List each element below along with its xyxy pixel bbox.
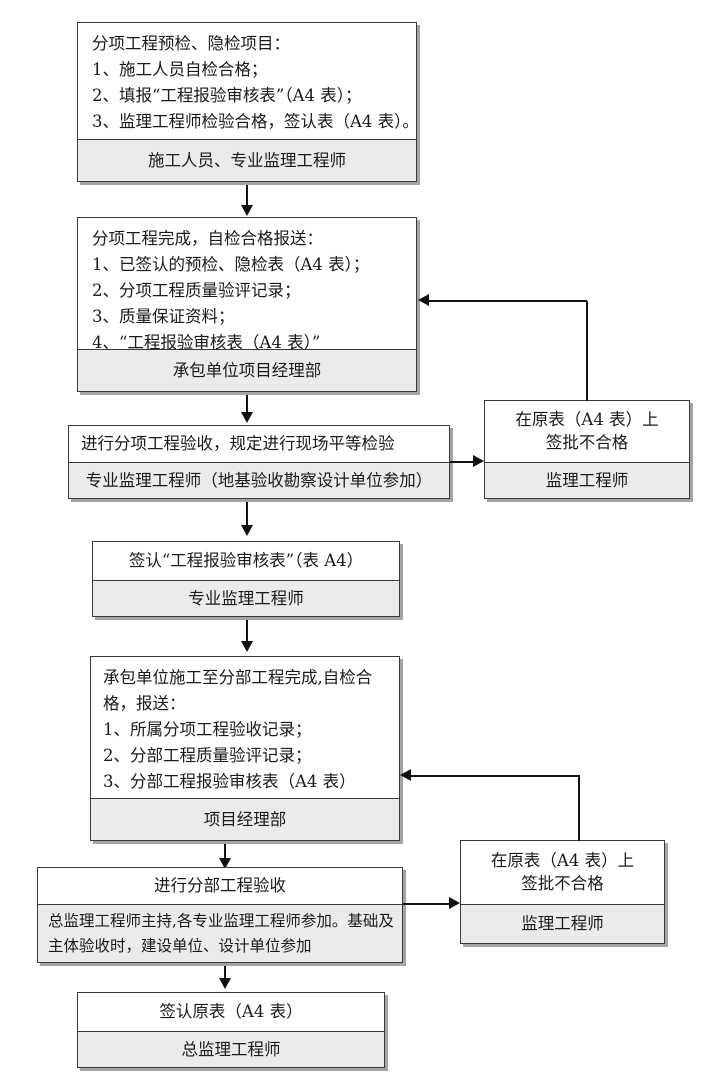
node4-body: 在原表（A4 表）上 签批不合格	[485, 401, 689, 462]
connector-node3-to-node5	[246, 502, 248, 527]
node3-footer: 专业监理工程师（地基验收勘察设计单位参加）	[69, 462, 449, 498]
node2-line-2: 2、分项工程质量验评记录；	[92, 281, 301, 300]
node-sign-original-form[interactable]: 签认原表（A4 表） 总监理工程师	[77, 992, 385, 1068]
arrow-node3-to-node4	[473, 455, 484, 467]
node3-line-0: 进行分项工程验收，规定进行现场平等检验	[81, 433, 395, 453]
node7-line-0: 进行分部工程验收	[154, 875, 286, 895]
connector-node3-to-node4	[450, 461, 476, 463]
connector-node1-to-node2	[246, 185, 248, 209]
node-reject-stamp-upper[interactable]: 在原表（A4 表）上 签批不合格 监理工程师	[484, 400, 690, 499]
node8-line-0: 在原表（A4 表）上	[490, 850, 635, 870]
arrow-feedback-lower-to-node6	[400, 769, 411, 781]
feedback-upper-horizontal	[429, 300, 587, 302]
node1-line-0: 分项工程预检、隐检项目：	[92, 34, 290, 53]
arrow-node3-to-node5	[241, 525, 253, 536]
node5-line-0: 签认“工程报验审核表”（表 A4）	[128, 550, 364, 570]
connector-node6-to-node7	[224, 844, 226, 862]
node-sign-inspection-form[interactable]: 签认“工程报验审核表”（表 A4） 专业监理工程师	[92, 541, 400, 617]
node2-line-3: 3、质量保证资料；	[92, 307, 235, 326]
node1-line-1: 1、施工人员自检合格；	[92, 60, 268, 79]
node8-body: 在原表（A4 表）上 签批不合格	[461, 841, 664, 904]
node4-line-0: 在原表（A4 表）上	[515, 409, 659, 429]
node7-footer: 总监理工程师主持,各专业监理工程师参加。基础及主体验收时，建设单位、设计单位参加	[38, 904, 402, 962]
node6-line-3: 2、分部工程质量验评记录；	[103, 746, 312, 765]
node-subdivision-complete-submit[interactable]: 承包单位施工至分部工程完成,自检合 格，报送： 1、所属分项工程验收记录； 2、…	[90, 656, 400, 841]
arrow-node7-to-node9	[219, 978, 231, 989]
feedback-lower-horizontal	[411, 775, 580, 777]
node5-footer: 专业监理工程师	[93, 580, 399, 616]
node1-body: 分项工程预检、隐检项目： 1、施工人员自检合格； 2、填报“工程报验审核表”（A…	[78, 23, 419, 139]
arrow-node1-to-node2	[241, 205, 253, 216]
node-subitem-complete-submit[interactable]: 分项工程完成，自检合格报送： 1、已签认的预检、隐检表（A4 表）； 2、分项工…	[77, 217, 417, 392]
arrow-feedback-upper-to-node2	[418, 294, 429, 306]
node2-body: 分项工程完成，自检合格报送： 1、已签认的预检、隐检表（A4 表）； 2、分项工…	[78, 218, 416, 352]
node8-footer: 监理工程师	[461, 904, 664, 943]
node7-body: 进行分部工程验收	[38, 868, 402, 904]
node6-line-1: 格，报送：	[103, 694, 186, 713]
node2-line-1: 1、已签认的预检、隐检表（A4 表）；	[92, 255, 370, 274]
node-subitem-pre-inspection[interactable]: 分项工程预检、隐检项目： 1、施工人员自检合格； 2、填报“工程报验审核表”（A…	[77, 22, 419, 182]
node1-line-3: 3、监理工程师检验合格，签认表（A4 表）。	[92, 112, 419, 131]
node6-line-4: 3、分部工程报验审核表（A4 表）	[103, 772, 356, 791]
node9-line-0: 签认原表（A4 表）	[159, 1001, 303, 1021]
node6-line-2: 1、所属分项工程验收记录；	[103, 720, 312, 739]
node2-line-0: 分项工程完成，自检合格报送：	[92, 229, 323, 248]
node5-body: 签认“工程报验审核表”（表 A4）	[93, 542, 399, 580]
node6-line-0: 承包单位施工至分部工程完成,自检合	[103, 668, 373, 687]
node-subdivision-acceptance[interactable]: 进行分部工程验收 总监理工程师主持,各专业监理工程师参加。基础及主体验收时，建设…	[37, 867, 403, 963]
node6-body: 承包单位施工至分部工程完成,自检合 格，报送： 1、所属分项工程验收记录； 2、…	[91, 657, 399, 798]
arrow-node5-to-node6	[241, 641, 253, 652]
arrow-node2-to-node3	[241, 412, 253, 423]
connector-node7-to-node9	[224, 966, 226, 981]
connector-node7-to-node8	[403, 903, 452, 905]
node3-body: 进行分项工程验收，规定进行现场平等检验	[69, 426, 449, 462]
node1-footer: 施工人员、专业监理工程师	[78, 139, 416, 181]
node9-footer: 总监理工程师	[78, 1031, 384, 1067]
arrow-node7-to-node8	[449, 897, 460, 909]
node4-line-1: 签批不合格	[545, 433, 629, 452]
node6-footer: 项目经理部	[91, 798, 399, 840]
feedback-lower-vertical	[578, 776, 580, 841]
node2-footer: 承包单位项目经理部	[78, 349, 416, 391]
feedback-upper-vertical	[586, 301, 588, 401]
node-reject-stamp-lower[interactable]: 在原表（A4 表）上 签批不合格 监理工程师	[460, 840, 665, 944]
node4-footer: 监理工程师	[485, 462, 689, 498]
node9-body: 签认原表（A4 表）	[78, 993, 384, 1031]
node8-line-1: 签批不合格	[521, 874, 604, 893]
node2-line-4: 4、“工程报验审核表（A4 表）”	[92, 333, 321, 352]
connector-node2-to-node3	[246, 395, 248, 415]
node-subitem-acceptance[interactable]: 进行分项工程验收，规定进行现场平等检验 专业监理工程师（地基验收勘察设计单位参加…	[68, 425, 450, 499]
node1-line-2: 2、填报“工程报验审核表”（A4 表）；	[92, 86, 362, 105]
arrow-node6-to-node7	[219, 858, 231, 869]
connector-node5-to-node6	[246, 620, 248, 644]
